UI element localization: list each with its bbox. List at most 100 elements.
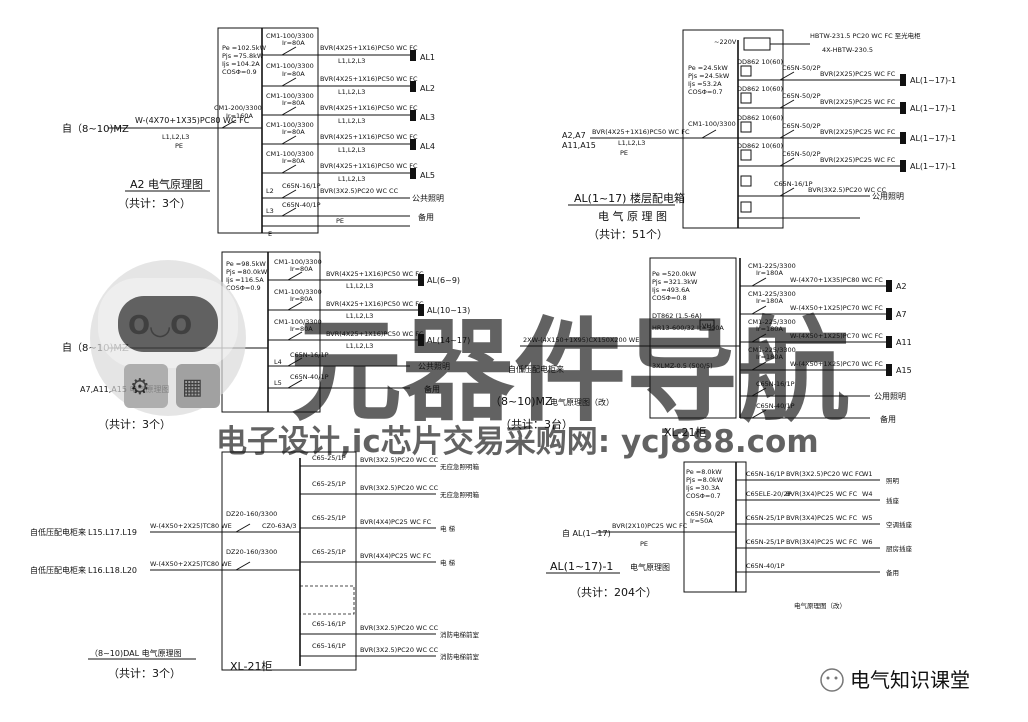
mid-param-pe: Pe =98.5kW — [226, 260, 266, 268]
al1-branch-label: 厨房插座 — [886, 544, 913, 553]
mid-branch-phases: L1,L2,L3 — [346, 312, 373, 320]
a2-out-al5: AL5 — [420, 171, 435, 180]
a2-feeder-phases: L1,L2,L3 — [162, 133, 189, 141]
al-out-2: AL(1~17)-1 — [910, 104, 956, 113]
xl-out-a7: A7 — [896, 310, 907, 319]
al-supply-voltage: ~220V — [714, 38, 737, 46]
mid-branch-breaker-rating: Ir=80A — [290, 295, 313, 303]
mid-branch-cable: BVR(4X25+1X16)PC50 WC FC — [326, 330, 424, 338]
dal-breaker-2: DZ20-160/3300 — [226, 548, 277, 556]
xl-feeder: 2XW-(4X150+1X95)CX150X200 WE — [523, 336, 639, 344]
a2-branch-phases: L1,L2,L3 — [338, 175, 365, 183]
xl-source: 自低压配电柜来 — [508, 364, 564, 374]
mid-out-3: AL(14~17) — [427, 336, 470, 345]
al-feeder: BVR(4X25+1X16)PC50 WC FC — [592, 128, 690, 136]
al-branch-cable: BVR(2X25)PC25 WC FC — [820, 70, 896, 78]
a2-branch-cable: BVR(4X25+1X16)PC50 WC FC — [320, 162, 418, 170]
al1-branch-1: C65N-16/1P BVR(3X2.5)PC20 WC FC W1 照明 — [736, 470, 900, 485]
al-top-feed-2: 4X-HBTW-230.5 — [822, 46, 873, 54]
al1-branch-breaker: C65N-25/1P — [746, 538, 785, 546]
a2-branch-breaker-rating: Ir=80A — [282, 70, 305, 78]
a2-branch-phases: L1,L2,L3 — [338, 117, 365, 125]
a2-main-breaker-rating: Ir=160A — [226, 112, 253, 120]
al-branch-cable: BVR(2X25)PC25 WC FC — [820, 128, 896, 136]
xl-branch-4: CM1-225/3300 Ir=180A W-(4X50+1X25)PC70 W… — [740, 346, 912, 376]
dal-source-1-code: L15.L17.L19 — [88, 528, 137, 537]
xl-branch-breaker: CM1-225/3300 — [748, 346, 796, 354]
al1-branch-label: 插座 — [886, 496, 900, 505]
al-branch-breaker: C65N-50/2P — [782, 92, 821, 100]
a2-l3-tag: L3 — [266, 207, 274, 215]
xl-param-pe: Pe =520.0kW — [652, 270, 697, 278]
dal-cable-1: W-(4X50+2X25)TC80 WE — [150, 522, 232, 530]
dal-branch-breaker: C65-25/1P — [312, 514, 346, 522]
a2-out-al4: AL4 — [420, 142, 435, 151]
a2-count: （共计：3个） — [118, 197, 191, 210]
al-top-feed: HBTW-231.5 PC20 WC FC 至光电柜 — [810, 31, 921, 40]
svg-text:O◡O: O◡O — [128, 311, 192, 341]
al-branch-public: C65N-16/1P BVR(3X2.5)PC20 WC CC 公用照明 — [738, 175, 904, 201]
xl-main-switch: HR13-600/32 Ir=500A — [652, 324, 724, 332]
xl-branch-l3: C65N-40/1P 备用 — [740, 402, 896, 424]
mid-l4-label: 公共照明 — [418, 362, 450, 371]
dal-branch-breaker: C65-25/1P — [312, 548, 346, 556]
dal-branch-6: C65-16/1P BVR(3X2.5)PC20 WC CC 消防电梯前室 — [300, 642, 480, 661]
mid-l5-label: 备用 — [424, 384, 440, 394]
mid-l5-tag: L5 — [274, 379, 282, 387]
a2-branch-4: CM1-100/3300 Ir=80A BVR(4X25+1X16)PC50 W… — [262, 121, 435, 154]
al-feeder-phases: L1,L2,L3 — [618, 139, 645, 147]
dal-branch-cable: BVR(4X4)PC25 WC FC — [360, 552, 432, 560]
mid-l5-breaker: C65N-40/1P — [290, 373, 329, 381]
xl-branch-breaker-rating: Ir=180A — [756, 297, 783, 305]
xl-param-cos: COSΦ=0.8 — [652, 294, 687, 302]
watermark: O◡O ⚙ ▦ 元器件导航 电子设计,ic芯片交易采购网: ycj888.com — [90, 260, 850, 460]
watermark-main-text: 元器件导航 — [290, 307, 850, 437]
al1-feeder: BVR(2X10)PC25 WC FC — [612, 522, 688, 530]
al-branch-cable: BVR(2X25)PC25 WC FC — [820, 98, 896, 106]
xl-branch-cable: W-(4X50+1X25)PC70 WC FC — [790, 304, 883, 312]
al1-branch-code: W5 — [862, 514, 873, 522]
mid-branch-cable: BVR(4X25+1X16)PC50 WC FC — [326, 270, 424, 278]
dal-branch-breaker: C65-25/1P — [312, 454, 346, 462]
xl-branch-cable: W-(4X50+1X25)PC70 WC FC — [790, 332, 883, 340]
al-main-breaker: CM1-100/3300 — [688, 120, 736, 128]
xl-branch-l2: C65N-16/1P 公用照明 — [740, 380, 906, 401]
al1-branch-code: W4 — [862, 490, 873, 498]
xl-branch-2: CM1-225/3300 Ir=180A W-(4X50+1X25)PC70 W… — [740, 290, 907, 320]
a2-l2-breaker: C65N-16/1P — [282, 182, 321, 190]
xl-branch-breaker-rating: Ir=180A — [756, 325, 783, 333]
a2-branch-cable: BVR(4X25+1X16)PC50 WC FC — [320, 44, 418, 52]
a2-l3-breaker: C65N-40/1P — [282, 201, 321, 209]
a2-out-al1: AL1 — [420, 53, 435, 62]
dal-branch-cable: BVR(3X2.5)PC20 WC CC — [360, 646, 439, 654]
xl-branch-cable: W-(4X70+1X35)PC80 WC FC — [790, 276, 883, 284]
a2-branch-5: CM1-100/3300 Ir=80A BVR(4X25+1X16)PC50 W… — [262, 150, 435, 183]
al-feeder-pe: PE — [620, 149, 628, 157]
dal-cable-2: W-(4X50+2X25)TC80 WE — [150, 560, 232, 568]
a2-main-breaker: CM1-200/3300 — [214, 104, 262, 112]
a2-branch-3: CM1-100/3300 Ir=80A BVR(4X25+1X16)PC50 W… — [262, 92, 435, 125]
xl-out-a2: A2 — [896, 282, 907, 291]
al-source-2: A11,A15 — [562, 141, 596, 150]
a2-branch-breaker-rating: Ir=80A — [282, 128, 305, 136]
al-param-pe: Pe =24.5kW — [688, 64, 728, 72]
mid-l4-tag: L4 — [274, 358, 282, 366]
al1-branch-breaker: C65N-25/1P — [746, 514, 785, 522]
dal-branch-breaker: C65-16/1P — [312, 620, 346, 628]
xl-branch-breaker: CM1-225/3300 — [748, 290, 796, 298]
dal-branch-4: C65-25/1P BVR(4X4)PC25 WC FC 电 梯 — [300, 548, 456, 567]
a2-l2-label: 公共照明 — [412, 194, 444, 203]
al1-title: AL(1~17)-1 — [550, 560, 613, 573]
al1-main-breaker-rating: Ir=50A — [690, 517, 713, 525]
mid-out-2: AL(10~13) — [427, 306, 470, 315]
a2-param-pe: Pe =102.5kW — [222, 44, 267, 52]
al1-branch-breaker: C65N-16/1P — [746, 470, 785, 478]
brand-footer: 电气知识课堂 — [820, 668, 970, 692]
a2-branch-breaker: CM1-100/3300 — [266, 121, 314, 129]
dal-title: （8~10)DAL 电气原理图 — [90, 648, 182, 658]
al-param-ijs: Ijs =53.2A — [688, 80, 722, 88]
a2-branch-breaker: CM1-100/3300 — [266, 62, 314, 70]
dal-branch-1: C65-25/1P BVR(3X2.5)PC20 WC CC 无应急照明箱 — [300, 454, 480, 471]
panel-dal: 自低压配电柜来 自低压配电柜来 L15.L17.L19 L16.L18.L20 … — [30, 451, 480, 680]
mid-branch-breaker-rating: Ir=80A — [290, 265, 313, 273]
